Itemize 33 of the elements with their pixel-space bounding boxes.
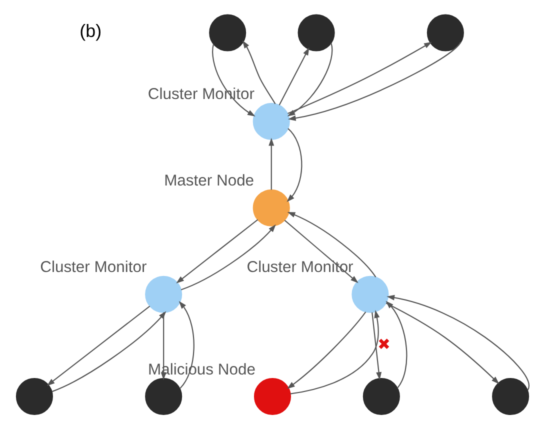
node-circle [297, 14, 334, 52]
node-circle [252, 189, 290, 226]
node-circle [362, 378, 400, 416]
arrow [178, 301, 194, 389]
arrow [286, 312, 366, 389]
node-circle [144, 378, 182, 416]
arrow [287, 42, 461, 121]
arrow [386, 294, 529, 390]
node-circle [253, 378, 291, 416]
node-label: Master Node [164, 172, 254, 190]
arrow [385, 302, 499, 384]
node-circle [252, 102, 290, 140]
arrow [385, 300, 407, 388]
arrow [290, 310, 380, 394]
arrow [242, 40, 276, 104]
arrow [371, 312, 382, 380]
arrow [180, 224, 276, 290]
arrow [286, 42, 332, 116]
arrow [268, 138, 274, 190]
node-label: Cluster Monitor [40, 259, 146, 276]
node-circle [144, 276, 182, 313]
node-circle [492, 378, 529, 416]
node-circle [208, 14, 246, 52]
arrow [287, 42, 432, 114]
edge-label: ✖ [377, 336, 390, 354]
arrow [286, 212, 376, 278]
arrow [278, 47, 309, 106]
label: (b) [79, 20, 102, 41]
arrow [286, 128, 302, 202]
arrow [176, 219, 258, 284]
node-circle [15, 378, 52, 416]
arrow [46, 306, 150, 386]
node-circle [426, 14, 464, 52]
